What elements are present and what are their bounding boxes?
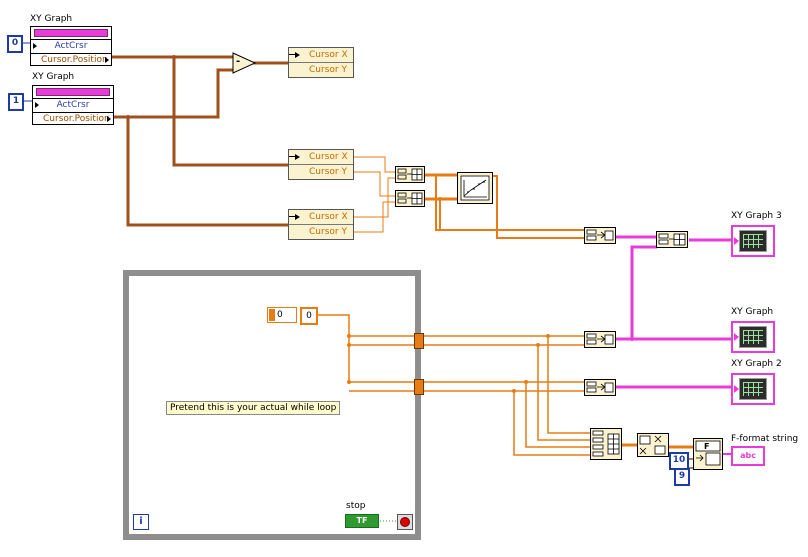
numeric-indicator[interactable]: 0: [300, 307, 318, 325]
f-format-string-label: F-format string: [731, 434, 799, 444]
unbundle-field-cursor-x[interactable]: Cursor X: [289, 150, 353, 164]
build-array-4-input[interactable]: [590, 428, 622, 460]
unbundle-field-cursor-y[interactable]: Cursor Y: [289, 164, 353, 179]
bundle-icon[interactable]: [584, 379, 616, 396]
property-actcrsr[interactable]: ActCrsr: [33, 98, 113, 112]
property-actcrsr[interactable]: ActCrsr: [31, 39, 111, 53]
unbundle-field-cursor-y[interactable]: Cursor Y: [289, 62, 353, 77]
cluster-wire: [172, 57, 288, 167]
loop-tunnel[interactable]: [414, 333, 424, 349]
property-cursor-position[interactable]: Cursor.Position: [33, 112, 113, 126]
bundle-icon[interactable]: [584, 331, 616, 348]
subtract-symbol: -: [236, 56, 241, 67]
property-node-label: XY Graph: [32, 72, 75, 82]
xy-graph-2-terminal[interactable]: [731, 373, 775, 405]
loop-tunnel[interactable]: [414, 379, 424, 395]
loop-comment: Pretend this is your actual while loop: [166, 401, 341, 415]
cluster-wire: [126, 117, 288, 227]
unbundle-by-name-2[interactable]: Cursor X Cursor Y: [288, 149, 354, 180]
property-node-xy-graph-1[interactable]: ActCrsr Cursor.Position: [30, 26, 112, 66]
while-loop-structure[interactable]: [123, 270, 421, 540]
iteration-terminal[interactable]: i: [133, 514, 149, 530]
array-to-spreadsheet-icon[interactable]: [693, 438, 723, 470]
build-array-icon[interactable]: [395, 190, 425, 207]
graph-ref-header: [34, 29, 108, 37]
unbundle-by-name-1[interactable]: Cursor X Cursor Y: [288, 47, 354, 78]
graph-ref-header: [36, 88, 110, 96]
format-node-text: F: [704, 442, 710, 451]
unbundle-field-cursor-y[interactable]: Cursor Y: [289, 224, 353, 239]
xy-graph-2-label: XY Graph 2: [731, 359, 782, 369]
property-node-xy-graph-2[interactable]: ActCrsr Cursor.Position: [32, 85, 114, 125]
build-array-icon[interactable]: [656, 231, 688, 248]
curve-fit-icon[interactable]: [457, 172, 493, 204]
stop-label: stop: [346, 501, 366, 511]
xy-graph-label: XY Graph: [731, 307, 774, 317]
xy-graph-terminal[interactable]: [731, 321, 775, 353]
numeric-constant[interactable]: 0: [267, 307, 297, 323]
numeric-constant-0[interactable]: 0: [7, 35, 23, 53]
cluster-wire: [128, 68, 233, 119]
unbundle-field-cursor-x[interactable]: Cursor X: [289, 48, 353, 62]
xy-graph-3-terminal[interactable]: [731, 225, 775, 257]
build-array-icon[interactable]: [395, 166, 425, 183]
subtract-function[interactable]: [232, 52, 256, 74]
transpose-array-icon[interactable]: [637, 433, 669, 457]
xy-graph-3-label: XY Graph 3: [731, 211, 782, 221]
numeric-constant-1[interactable]: 1: [8, 93, 24, 111]
loop-condition-terminal[interactable]: [397, 514, 413, 530]
precision-constant[interactable]: 9: [674, 468, 690, 486]
bundle-icon[interactable]: [584, 227, 616, 244]
unbundle-field-cursor-x[interactable]: Cursor X: [289, 210, 353, 224]
stop-boolean-terminal[interactable]: TF: [345, 514, 379, 528]
property-node-label: XY Graph: [30, 14, 73, 24]
unbundle-by-name-3[interactable]: Cursor X Cursor Y: [288, 209, 354, 240]
property-cursor-position[interactable]: Cursor.Position: [31, 53, 111, 67]
f-format-string-terminal[interactable]: abc: [731, 446, 765, 466]
